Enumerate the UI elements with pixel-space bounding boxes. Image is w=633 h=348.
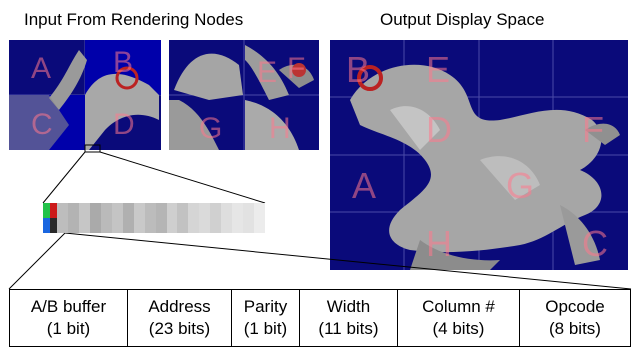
field-column: Column # (4 bits) [398, 290, 520, 346]
rgb-swatch-left [43, 203, 50, 233]
field-name: Parity [243, 297, 288, 316]
gray-pixel [166, 203, 178, 233]
field-opcode: Opcode (8 bits) [520, 290, 630, 346]
rgb-swatch-right [50, 203, 57, 233]
gray-pixel [221, 203, 233, 233]
field-bits: (1 bit) [243, 319, 288, 338]
output-display: B E D F A G H C [330, 40, 628, 270]
tile-letter: C [582, 223, 608, 264]
tile-letter: A [31, 52, 52, 85]
tile-letter: H [269, 112, 291, 145]
field-parity: Parity (1 bit) [232, 290, 300, 346]
field-width: Width (11 bits) [300, 290, 398, 346]
tile-letter: H [426, 223, 452, 264]
tile-letter: F [582, 109, 604, 150]
gray-pixel [210, 203, 222, 233]
tile-letter: B [113, 46, 134, 79]
field-ab-buffer: A/B buffer (1 bit) [10, 290, 128, 346]
field-name: Opcode [545, 297, 605, 316]
field-name: Address [148, 297, 211, 316]
gray-pixel [144, 203, 156, 233]
field-bits: (11 bits) [318, 319, 379, 338]
field-bits: (4 bits) [432, 319, 485, 338]
field-bits: (8 bits) [549, 319, 601, 338]
gray-pixel [100, 203, 112, 233]
gray-pixel [199, 203, 211, 233]
tile-letter: G [506, 165, 535, 206]
gray-pixel-row [57, 203, 266, 233]
input-title: Input From Rendering Nodes [24, 10, 244, 29]
gray-pixel [232, 203, 244, 233]
gray-pixel [89, 203, 101, 233]
tile-letter: D [113, 108, 135, 141]
tile-letter: F [287, 52, 306, 85]
gray-pixel [177, 203, 189, 233]
gray-pixel [111, 203, 123, 233]
gray-pixel [122, 203, 134, 233]
tile-letter: E [257, 56, 278, 89]
magnified-pixel-strip [43, 203, 266, 233]
gray-pixel [155, 203, 167, 233]
tile-letter: D [426, 109, 452, 150]
gray-pixel [188, 203, 200, 233]
bit-field-table: A/B buffer (1 bit) Address (23 bits) Par… [9, 289, 631, 347]
gray-pixel [243, 203, 255, 233]
dragon-image [330, 40, 628, 270]
tile-letter: E [426, 49, 451, 90]
tile-letter: C [31, 108, 53, 141]
input-tile-2: E F G H [169, 40, 319, 150]
output-title: Output Display Space [380, 10, 545, 29]
field-name: A/B buffer [30, 297, 107, 316]
field-bits: (1 bit) [46, 319, 91, 338]
field-bits: (23 bits) [148, 319, 211, 338]
gray-pixel [254, 203, 266, 233]
tile-letter: B [346, 49, 371, 90]
input-tile-1: A B C D [9, 40, 161, 150]
tile-letter: A [352, 165, 377, 206]
dragon-fragment-1 [9, 40, 161, 150]
field-name: Column # [422, 297, 495, 316]
field-name: Width [326, 297, 371, 316]
tile-letter: G [199, 112, 223, 145]
gray-pixel [57, 203, 68, 233]
gray-pixel [67, 203, 79, 233]
gray-pixel [78, 203, 90, 233]
gray-pixel [133, 203, 145, 233]
field-address: Address (23 bits) [128, 290, 232, 346]
dragon-fragment-2 [169, 40, 319, 150]
